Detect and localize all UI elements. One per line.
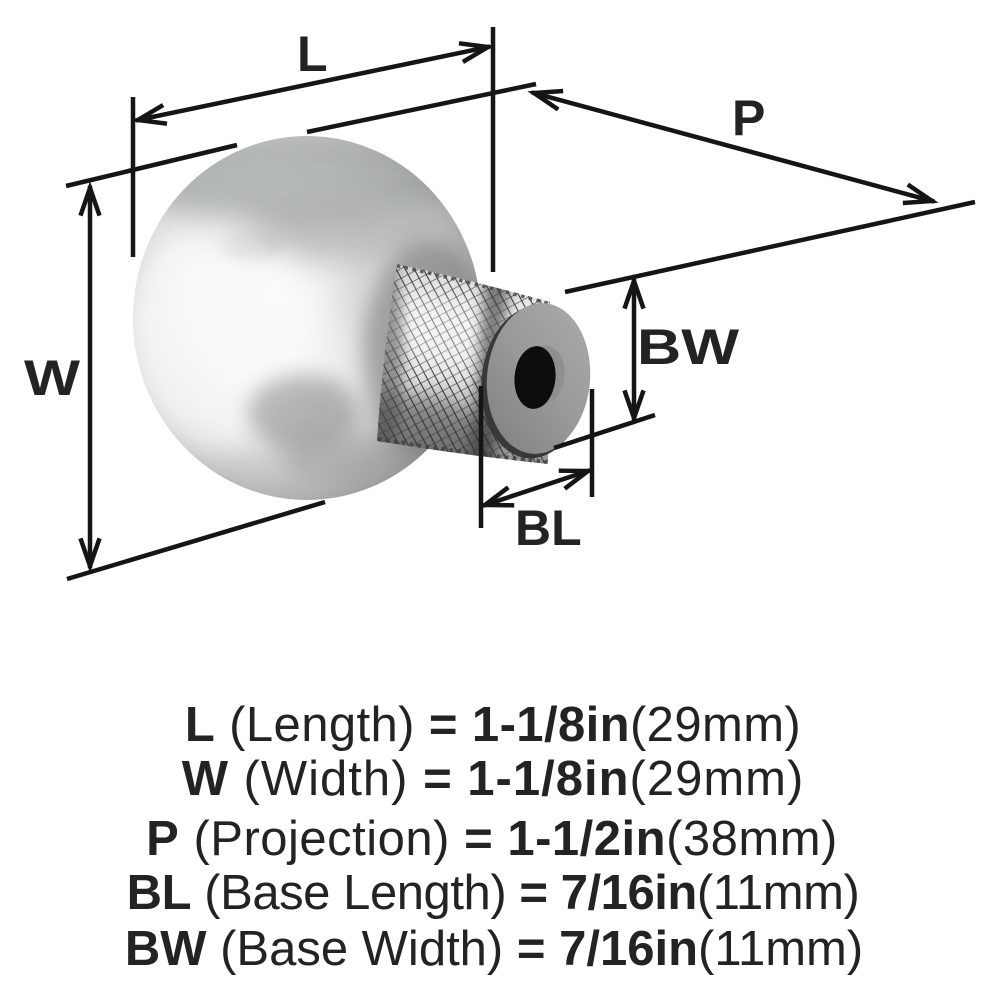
svg-text:W (Width) = 1-1/8in(29mm): W (Width) = 1-1/8in(29mm) [182,752,805,806]
svg-text:BL (Base Length) = 7/16in(11mm: BL (Base Length) = 7/16in(11mm) [127,866,860,920]
svg-text:L (Length) = 1-1/8in(29mm): L (Length) = 1-1/8in(29mm) [185,698,801,752]
svg-text:W: W [24,350,81,406]
svg-text:P (Projection) = 1-1/2in(38mm): P (Projection) = 1-1/2in(38mm) [146,812,838,866]
svg-text:P: P [732,90,765,146]
svg-text:BW (Base Width) = 7/16in(11mm): BW (Base Width) = 7/16in(11mm) [125,922,863,976]
svg-text:BW: BW [637,319,740,375]
svg-text:BL: BL [515,500,582,556]
svg-text:L: L [297,26,328,82]
